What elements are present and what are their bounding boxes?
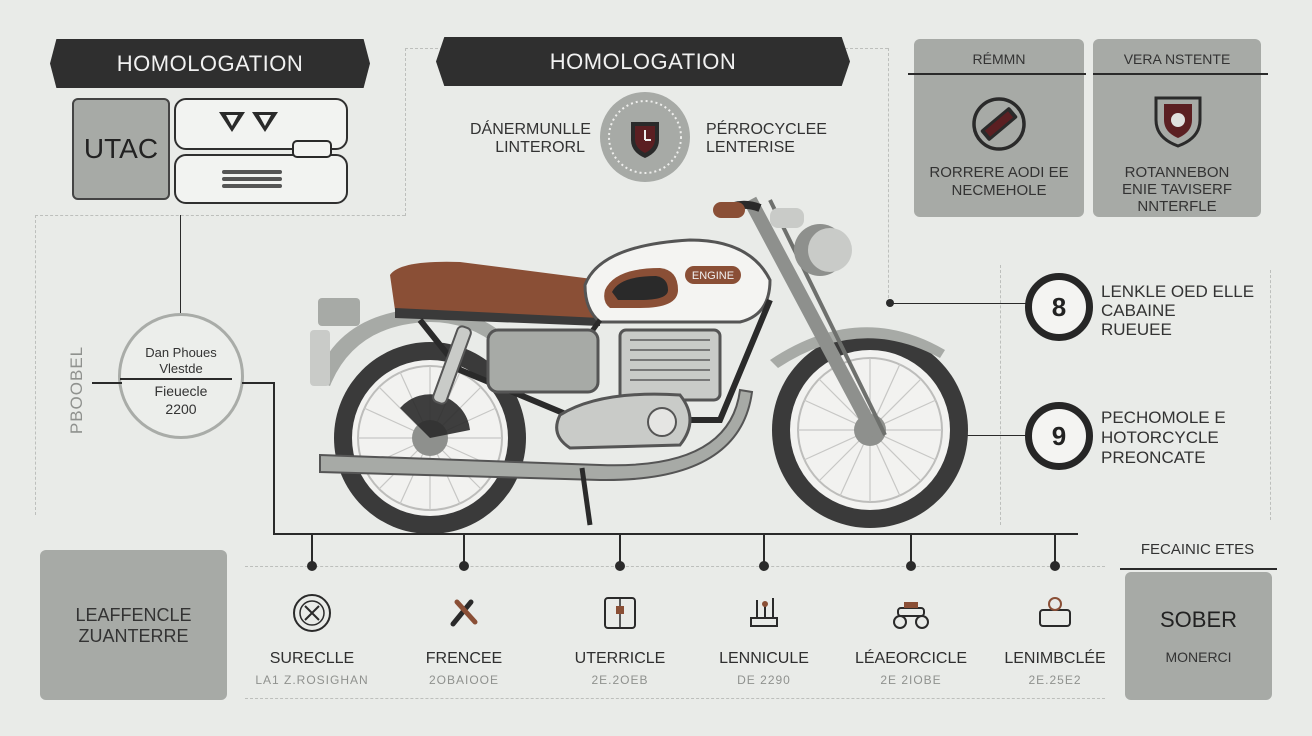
dashed-timeline-top (245, 566, 1105, 567)
right-item-8-line-2: CABAINE (1101, 301, 1176, 320)
number-badge-8: 8 (1025, 273, 1093, 341)
connector-right-line-1 (893, 303, 1033, 304)
timeline-label: LÉAEORCICLE (854, 650, 968, 667)
timeline-axis (273, 533, 1078, 535)
timeline-stem (1054, 534, 1056, 562)
warning-triangles-icon (219, 112, 278, 132)
card-vera-desc-2: ENIE TAVISERF (1121, 181, 1233, 198)
connector-right-line-2 (960, 435, 1030, 436)
bottom-left-box (40, 550, 227, 700)
timeline-label: LENIMBCLÉE (1004, 650, 1106, 667)
center-left-line-1: DÁNERMUNLLE (470, 121, 591, 138)
center-right-line-2: LENTERISE (706, 139, 795, 156)
card-remmn-title: RÉMMN (972, 51, 1026, 67)
shield-badge-icon (608, 100, 682, 174)
timeline-dot (615, 561, 625, 571)
center-right-line-1: PÉRROCYCLEE (706, 121, 827, 138)
dashed-frame-leftv (35, 215, 36, 515)
dashed-frame-mid (35, 215, 405, 216)
timeline-sublabel: LA1 Z.ROSIGHAN (255, 673, 369, 687)
left-homologation-banner: HOMOLOGATION (50, 39, 370, 88)
plate-tag-icon (292, 140, 332, 158)
timeline-sublabel: 2OBAIOOE (428, 673, 500, 687)
circle-line-4: 2200 (165, 401, 197, 417)
info-circle (118, 313, 244, 439)
right-item-8-line-3: RUEUEE (1101, 320, 1172, 339)
timeline-label: LENNICULE (719, 650, 809, 667)
connector-vertical (180, 215, 181, 327)
circle-left-line (92, 382, 122, 384)
emblem-icon (293, 594, 331, 632)
vertical-label: PBOOBEL (67, 345, 86, 435)
bottom-left-line-1: LEAFFENCLE (75, 605, 192, 625)
number-badge-9: 9 (1025, 402, 1093, 470)
right-item-8-line-1: LENKLE OED ELLE (1101, 282, 1255, 301)
document-icon (604, 597, 636, 629)
homologation-badge (600, 92, 690, 182)
timeline-sublabel: 2E 2IOBE (880, 673, 942, 687)
center-homologation-banner: HOMOLOGATION (436, 37, 850, 86)
card-remmn-desc-2: NECMEHOLE (951, 182, 1047, 199)
bottom-right-rule (1120, 568, 1277, 570)
tools-icon (750, 598, 778, 627)
timeline-label: SURECLLE (269, 650, 355, 667)
dashed-frame-right3 (1270, 270, 1271, 520)
right-item-9-line-1: PECHOMOLE E (1101, 408, 1226, 427)
timeline-dot (459, 561, 469, 571)
motorcycle-icon (893, 602, 929, 629)
tank-badge-text: ENGINE (692, 270, 734, 282)
right-item-9-line-3: PREONCATE (1101, 448, 1206, 467)
utac-label: UTAC (83, 133, 159, 164)
card-vera-desc-1: ROTANNEBON (1124, 164, 1230, 181)
motorcycle-illustration: ENGINE (310, 196, 968, 534)
circle-line-3: Fieuecle (154, 383, 208, 399)
timeline-stem (619, 534, 621, 562)
circle-line-1: Dan Phoues (145, 345, 217, 360)
timeline-dot (1050, 561, 1060, 571)
card-remmn-desc-1: RORRERE AODI EE (929, 164, 1069, 181)
dashed-timeline-bottom (245, 698, 1105, 699)
dashed-frame-left (405, 48, 406, 216)
timeline-label: UTERRICLE (574, 650, 666, 667)
center-left-line-2: LINTERORL (495, 139, 585, 156)
card-vera-rule (1093, 73, 1268, 75)
circle-line-2: Vlestde (159, 361, 203, 376)
timeline-sublabel: 2E.2OEB (591, 673, 649, 687)
card-vera-desc-3: NNTERFLE (1137, 198, 1217, 215)
timeline-stem (910, 534, 912, 562)
timeline-stem (311, 534, 313, 562)
timeline-sublabel: DE 2290 (737, 673, 791, 687)
timeline-dot (906, 561, 916, 571)
bottom-right-sub: MONERCI (1165, 649, 1232, 665)
no-sign-icon (972, 97, 1026, 151)
dashed-frame-right (888, 48, 889, 303)
circle-right-line (242, 382, 274, 384)
fins-icon (222, 170, 282, 188)
timeline-left-vertical (273, 382, 275, 534)
right-item-9-line-2: HOTORCYCLE (1101, 428, 1219, 447)
card-remmn-rule (908, 73, 1086, 75)
utac-box: UTAC (72, 98, 170, 200)
bottom-right-title: SOBER (1159, 607, 1238, 632)
timeline-stem (763, 534, 765, 562)
rider-icon (1039, 597, 1071, 627)
timeline-label: FRENCEE (425, 650, 503, 667)
circle-divider (120, 378, 232, 380)
bottom-right-box (1125, 572, 1272, 700)
timeline-stem (463, 534, 465, 562)
wrench-icon (450, 599, 478, 627)
bottom-left-line-2: ZUANTERRE (78, 626, 189, 646)
dashed-frame-right2 (1000, 265, 1001, 525)
lines-pill (174, 154, 348, 204)
card-vera-title: VERA NSTENTE (1123, 51, 1231, 67)
timeline-dot (759, 561, 769, 571)
shield-crest-icon (1154, 96, 1202, 148)
timeline-dot (307, 561, 317, 571)
connector-right-dot (886, 299, 894, 307)
timeline-sublabel: 2E.25E2 (1028, 673, 1082, 687)
bottom-right-header: FECAINIC ETES (1140, 541, 1255, 558)
